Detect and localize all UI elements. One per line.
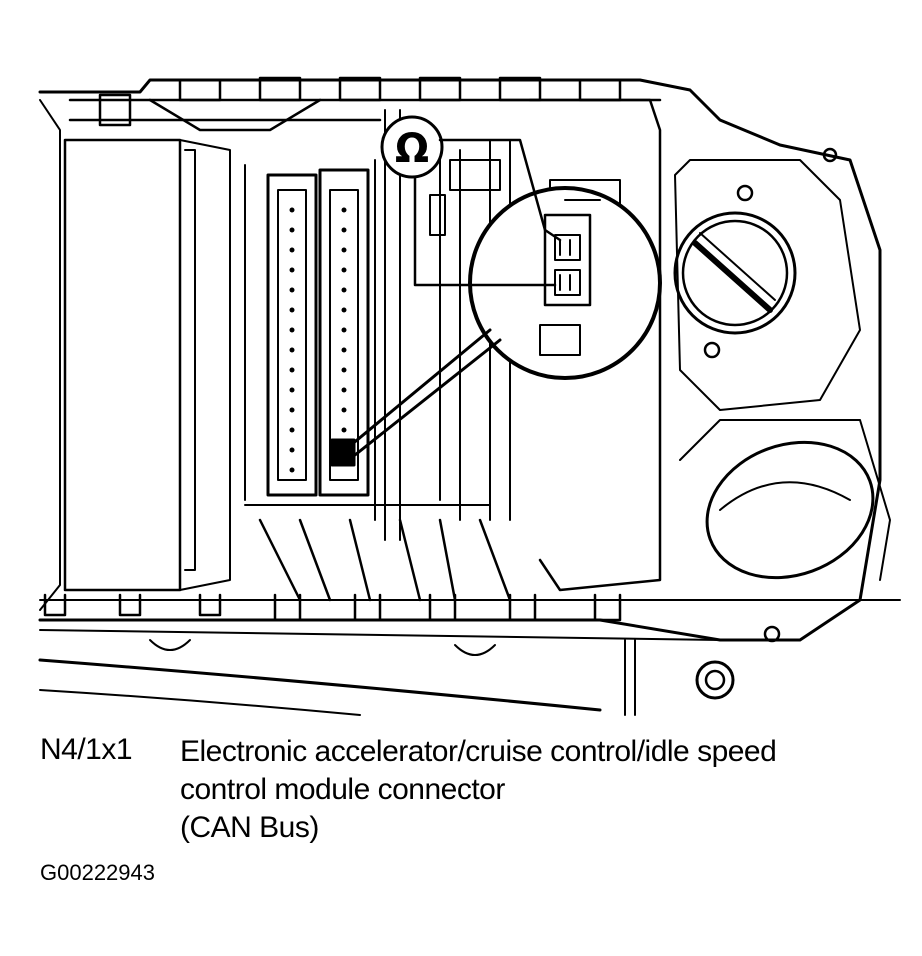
legend-description: Electronic accelerator/cruise control/id… <box>180 733 910 847</box>
round-fitting <box>673 147 861 411</box>
legend-description-line: control module connector <box>180 773 505 806</box>
module-housing-drawing: Ω <box>38 76 901 716</box>
left-module-panel <box>63 138 231 592</box>
legend-description-line: Electronic accelerator/cruise control/id… <box>180 735 777 768</box>
connector-pins <box>289 207 347 473</box>
connector-n4-1x1 <box>244 159 376 521</box>
ohmmeter-symbol-icon: Ω <box>380 115 562 287</box>
figure-id: G00222943 <box>40 860 155 885</box>
bottom-latches <box>43 504 636 716</box>
top-tabs <box>68 76 662 132</box>
svg-text:Ω: Ω <box>395 126 429 172</box>
magnified-detail-circle <box>343 186 662 457</box>
housing-outline <box>38 78 901 716</box>
legend-code: N4/1x1 <box>40 733 133 766</box>
lower-duct <box>679 419 891 700</box>
legend-description-line: (CAN Bus) <box>180 811 319 844</box>
